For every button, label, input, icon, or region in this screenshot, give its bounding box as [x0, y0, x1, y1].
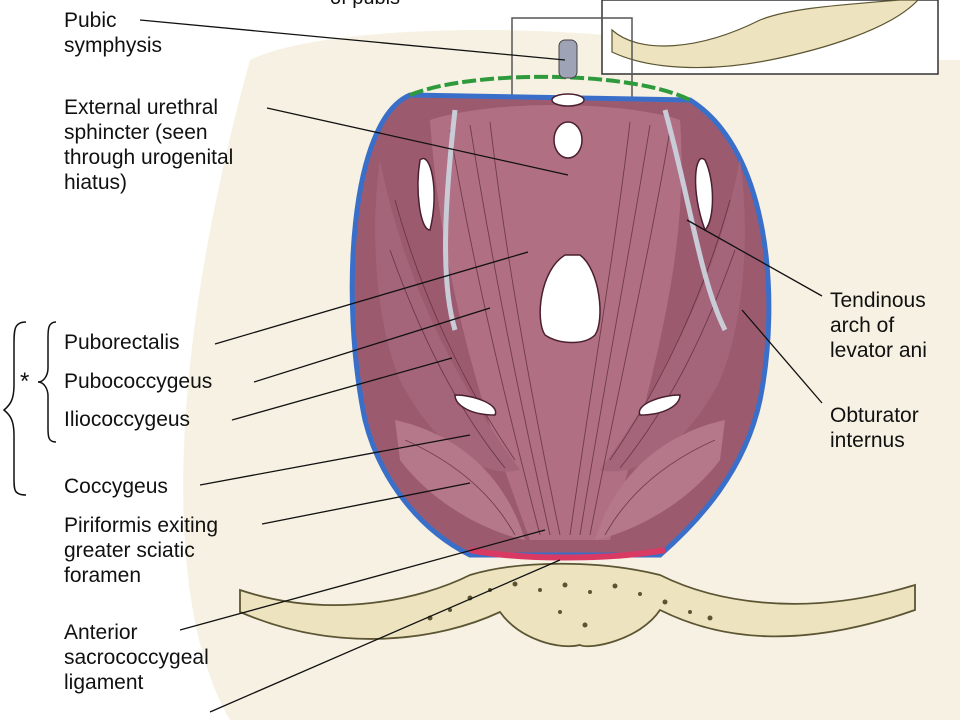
group-brackets	[2, 321, 57, 496]
group-asterisk: *	[20, 368, 30, 395]
top-text-fragment: of pubis	[330, 0, 400, 11]
red-coccyx-edge	[469, 547, 666, 561]
label-anterior-sacrococcygeal-ligament: Anterior sacrococcygeal ligament	[64, 621, 209, 694]
inset-bone	[611, 0, 919, 69]
tendinous-arch-lines	[443, 109, 728, 332]
label-pubococcygeus: Pubococcygeus	[64, 370, 213, 393]
label-external-urethral-sphincter: External urethral sphincter (seen throug…	[64, 96, 234, 194]
label-iliococcygeus: Iliococcygeus	[64, 408, 191, 431]
label-coccygeus: Coccygeus	[64, 475, 168, 498]
label-puborectalis: Puborectalis	[64, 331, 180, 354]
label-obturator-internus: Obturator internus	[830, 404, 919, 452]
bone-texture	[427, 581, 713, 628]
anterior-green-edge	[409, 74, 691, 102]
label-pubic-symphysis: Pubic symphysis	[64, 9, 163, 57]
label-piriformis: Piriformis exiting greater sciatic foram…	[64, 514, 219, 587]
leader-lines	[139, 19, 823, 713]
muscle-fiber-lines	[389, 121, 736, 536]
label-tendinous-arch-of-levator-ani: Tendinous arch of levator ani	[830, 289, 927, 362]
hiatus-openings	[417, 93, 714, 416]
pubic-symphysis-shape	[558, 39, 578, 79]
